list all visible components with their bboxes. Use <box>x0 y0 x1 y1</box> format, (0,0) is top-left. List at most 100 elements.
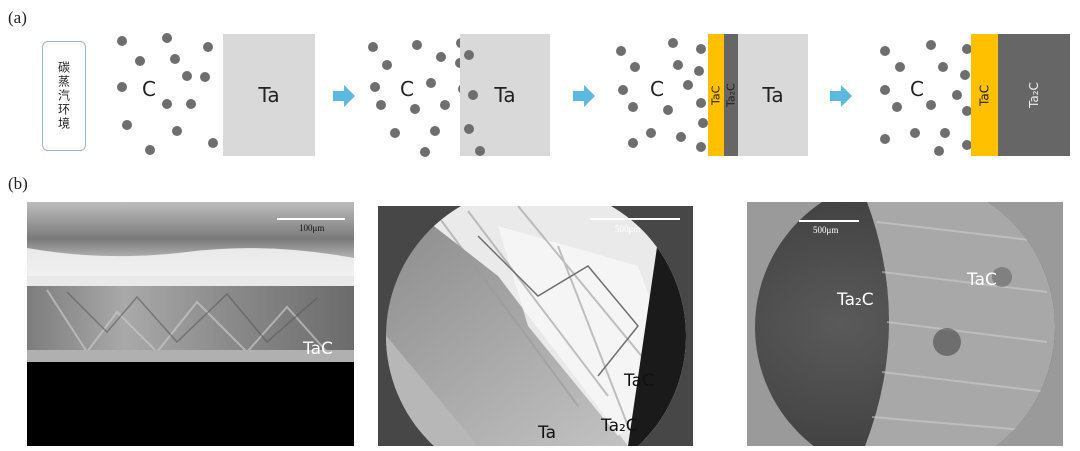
carbon-atom-dot <box>618 85 628 95</box>
tac-label: TaC <box>977 84 992 106</box>
ta-label: Ta <box>258 83 280 107</box>
carbon-atom-dot <box>464 50 474 60</box>
carbon-atom-dot <box>628 102 638 112</box>
ta2c-layer: Ta₂C <box>998 34 1070 156</box>
carbon-atom-dot <box>895 62 905 72</box>
carbon-atom-dot <box>200 72 210 82</box>
carbon-atom-dot <box>162 33 172 43</box>
step-2: C Ta <box>360 30 560 160</box>
tac-label: TaC <box>303 339 333 359</box>
carbon-atom-dot <box>370 82 380 92</box>
ta-label: Ta <box>494 83 516 107</box>
carbon-atom-dot <box>696 44 706 54</box>
carbon-atom-dot <box>880 134 890 144</box>
panel-a-label: (a) <box>8 8 27 27</box>
sem-image-3: 500μm Ta₂C TaC <box>747 202 1063 446</box>
carbon-atom-dot <box>208 138 218 148</box>
carbon-atom-dot <box>117 36 127 46</box>
ta2c-label: Ta₂C <box>837 290 874 310</box>
carbon-atom-dot <box>172 126 182 136</box>
carbon-atom-dot <box>616 46 626 56</box>
carbon-atom-dot <box>934 146 944 156</box>
tac-label: TaC <box>624 371 654 391</box>
carbon-atom-dot <box>926 40 936 50</box>
carbon-atom-dot <box>376 100 386 110</box>
carbon-atom-dot <box>390 128 400 138</box>
carbon-atom-dot <box>646 128 656 138</box>
arrow-right-icon <box>830 85 852 107</box>
scale-bar <box>590 218 680 220</box>
carbon-atom-dot <box>440 100 450 110</box>
carbon-atom-dot <box>426 78 436 88</box>
carbon-atom-dot <box>696 142 706 152</box>
tac-label: TaC <box>709 85 723 105</box>
carbon-atom-dot <box>186 99 196 109</box>
carbon-atom-dot <box>382 60 392 70</box>
carbon-atom-dot <box>696 98 706 108</box>
carbon-atom-dot <box>145 145 155 155</box>
carbon-atom-dot <box>952 90 962 100</box>
carbon-atom-dot <box>694 66 704 76</box>
carbon-atom-dot <box>122 120 132 130</box>
carbon-atom-dot <box>464 124 474 134</box>
carbon-atom-dot <box>938 62 948 72</box>
carbon-atom-dot <box>368 42 378 52</box>
arrow-right-icon <box>573 85 595 107</box>
carbon-atom-dot <box>880 85 890 95</box>
carbon-atom-dot <box>135 56 145 66</box>
carbon-atom-dot <box>962 106 972 116</box>
step-1: C Ta <box>100 30 330 160</box>
scale-bar-label: 500μm <box>813 225 839 235</box>
carbon-atom-dot <box>668 38 678 48</box>
step-3: C TaC Ta₂C Ta <box>608 30 823 160</box>
carbon-atom-dot <box>468 90 478 100</box>
carbon-atom-dot <box>962 140 972 150</box>
environment-box: 碳蒸汽环境 <box>42 41 86 151</box>
environment-label: 碳蒸汽环境 <box>56 61 71 131</box>
carbon-atom-dot <box>698 118 708 128</box>
step-4: C TaC Ta₂C <box>870 30 1070 160</box>
carbon-atom-dot <box>960 70 970 80</box>
ta-label: Ta <box>538 423 556 443</box>
carbon-atom-dot <box>410 104 420 114</box>
ta-label: Ta <box>762 83 784 107</box>
carbon-label: C <box>400 77 414 101</box>
carbon-atom-dot <box>182 71 192 81</box>
carbon-atom-dot <box>170 54 180 64</box>
scale-bar-label: 500μm <box>615 224 641 234</box>
carbon-atom-dot <box>940 128 950 138</box>
carbon-atom-dot <box>962 44 972 54</box>
tac-layer: TaC <box>971 34 998 156</box>
tac-label: TaC <box>967 270 997 290</box>
carbon-atom-dot <box>203 42 213 52</box>
carbon-atom-dot <box>892 102 902 112</box>
sem-image-1: 100μm TaC <box>27 202 354 446</box>
ta-substrate: Ta <box>738 34 808 156</box>
carbon-atom-dot <box>117 82 127 92</box>
sem-image-2: 500μm TaC Ta Ta₂C <box>378 206 693 446</box>
carbon-atom-dot <box>910 128 920 138</box>
carbon-atom-dot <box>420 147 430 157</box>
carbon-atom-dot <box>926 100 936 110</box>
scale-bar <box>277 218 345 220</box>
carbon-atom-dot <box>683 80 693 90</box>
carbon-atom-dot <box>436 52 446 62</box>
ta2c-layer: Ta₂C <box>724 34 738 156</box>
carbon-atom-dot <box>676 132 686 142</box>
carbon-atom-dot <box>412 40 422 50</box>
ta2c-label: Ta₂C <box>724 83 738 107</box>
carbon-atom-dot <box>673 60 683 70</box>
arrow-right-icon <box>333 85 355 107</box>
ta-substrate: Ta <box>223 34 315 156</box>
carbon-atom-dot <box>663 105 673 115</box>
carbon-atom-dot <box>630 62 640 72</box>
scale-bar-label: 100μm <box>299 223 325 233</box>
carbon-label: C <box>910 77 924 101</box>
panel-b-label: (b) <box>8 174 28 193</box>
tac-layer: TaC <box>708 34 724 156</box>
ta2c-label: Ta₂C <box>1027 82 1041 108</box>
scale-bar <box>799 220 859 222</box>
ta-substrate: Ta <box>460 34 550 156</box>
carbon-atom-dot <box>475 146 485 156</box>
carbon-atom-dot <box>430 126 440 136</box>
